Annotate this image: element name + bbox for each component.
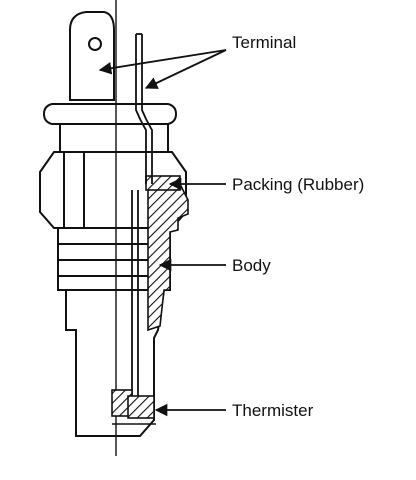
terminal-label: Terminal (232, 33, 296, 52)
body-hatched-section (146, 183, 189, 332)
terminal-leader-wire (144, 49, 227, 89)
packing-label: Packing (Rubber) (232, 175, 364, 194)
callout-leaders (98, 49, 227, 417)
thermister-label: Thermister (232, 401, 314, 420)
terminal-hole (88, 37, 102, 51)
terminal-leader-blade (98, 49, 227, 75)
upper-collar (42, 103, 178, 125)
body-label: Body (232, 256, 271, 275)
thermister-element (111, 389, 156, 425)
terminal-blade (69, 11, 115, 101)
terminal-wire (131, 33, 153, 410)
